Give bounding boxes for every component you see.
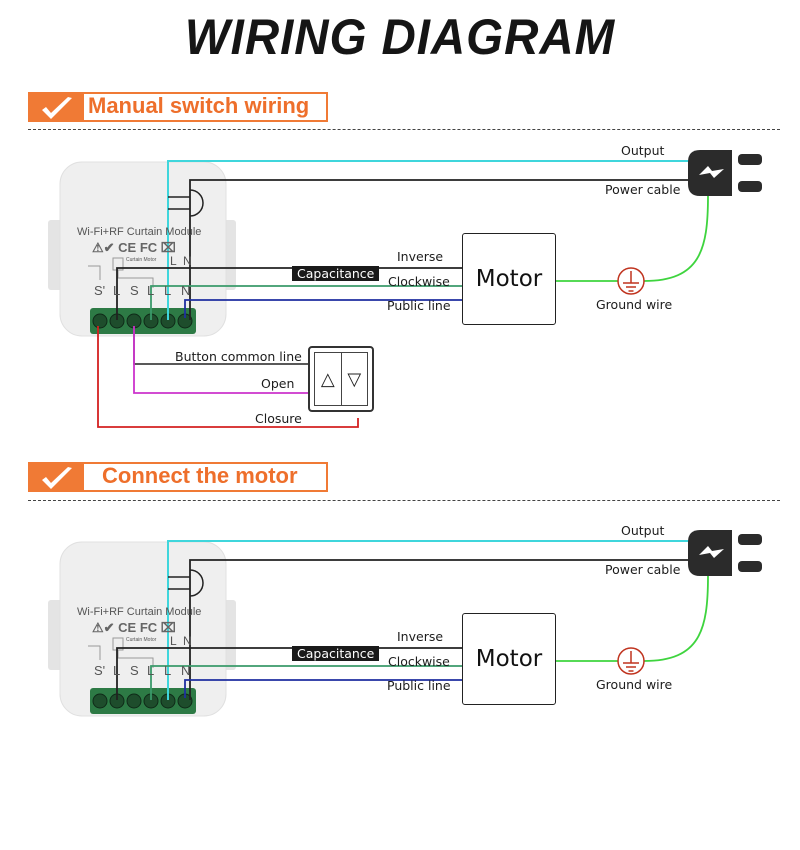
top-terminal-l: L — [170, 254, 177, 268]
public-line-label: Public line — [387, 678, 451, 693]
wiring-lines — [48, 530, 762, 717]
section-title: Connect the motor — [102, 463, 298, 488]
open-label: Open — [261, 376, 295, 391]
terminal-label: N — [181, 283, 191, 298]
page-title: WIRING DIAGRAM — [184, 9, 616, 65]
terminal-label: S — [130, 663, 139, 678]
module-sub-label: Curtain Motor — [126, 257, 157, 263]
wiring-lines — [48, 150, 762, 428]
top-terminal-l: L — [170, 634, 177, 648]
output-wire — [167, 160, 690, 320]
certification-marks: ⚠✔ CE FC ⌧ — [92, 240, 176, 255]
certification-marks: ⚠✔ CE FC ⌧ — [92, 620, 176, 635]
down-triangle-icon: ▽ — [347, 368, 362, 390]
closure-label: Closure — [255, 411, 302, 426]
check-badge — [30, 464, 84, 490]
terminal-label: L — [113, 283, 121, 298]
power-cable-label: Power cable — [605, 562, 681, 577]
module-name: Wi-Fi+RF Curtain Module — [77, 606, 202, 618]
dashed-divider — [28, 129, 780, 130]
curtain-module — [48, 161, 236, 337]
public-line-wire — [184, 679, 462, 698]
wiring-diagram-connect-motor: Wi-Fi+RF Curtain Module ⚠✔ CE FC ⌧ Curta… — [0, 520, 800, 850]
clockwise-wire — [150, 665, 462, 700]
power-plug-icon — [688, 150, 762, 196]
ground-wire-label: Ground wire — [596, 297, 673, 312]
terminal-label: L — [113, 663, 121, 678]
section-header-manual-switch: Manual switch wiring — [28, 92, 328, 122]
up-triangle-icon: △ — [320, 368, 335, 390]
down-button[interactable]: ▽ — [340, 353, 368, 405]
ground-symbol-icon — [617, 267, 645, 295]
terminal-label: L — [164, 663, 172, 678]
terminal-label: L — [147, 663, 155, 678]
capacitance-label: Capacitance — [292, 646, 380, 661]
wiring-diagram-manual-switch: Wi-Fi+RF Curtain Module ⚠✔ CE FC ⌧ Curta… — [0, 140, 800, 470]
module-name: Wi-Fi+RF Curtain Module — [77, 226, 202, 238]
motor-label: Motor — [475, 646, 543, 672]
inverse-label: Inverse — [397, 249, 444, 264]
check-badge — [30, 94, 84, 120]
output-label: Output — [621, 143, 665, 158]
module-sub-label: Curtain Motor — [126, 637, 157, 643]
top-terminal-n: N — [183, 634, 192, 648]
checkmark-icon — [42, 97, 72, 119]
closure-wire — [97, 326, 359, 428]
terminal-label: N — [181, 663, 191, 678]
terminal-label: L — [164, 283, 172, 298]
motor-box: Motor — [462, 233, 556, 325]
power-cable-wire — [189, 559, 690, 700]
output-wire — [167, 540, 690, 700]
motor-box: Motor — [462, 613, 556, 705]
section-header-connect-motor: Connect the motor — [28, 462, 328, 492]
section-title: Manual switch wiring — [88, 93, 310, 118]
public-line-wire — [184, 299, 462, 318]
checkmark-icon — [42, 467, 72, 489]
terminal-label: S' — [94, 663, 106, 678]
output-label: Output — [621, 523, 665, 538]
clockwise-wire — [150, 285, 462, 320]
clockwise-label: Clockwise — [388, 274, 450, 289]
capacitance-label: Capacitance — [292, 266, 380, 281]
dashed-divider — [28, 500, 780, 501]
up-button[interactable]: △ — [315, 353, 341, 405]
open-wire — [133, 326, 308, 394]
ground-symbol-icon — [617, 647, 645, 675]
clockwise-label: Clockwise — [388, 654, 450, 669]
ground-wire-label: Ground wire — [596, 677, 673, 692]
power-cable-label: Power cable — [605, 182, 681, 197]
inverse-label: Inverse — [397, 629, 444, 644]
power-cable-wire — [189, 179, 690, 320]
top-terminal-n: N — [183, 254, 192, 268]
wall-switch[interactable]: △ ▽ — [308, 346, 374, 412]
terminal-label: S' — [94, 283, 106, 298]
public-line-label: Public line — [387, 298, 451, 313]
power-plug-icon — [688, 530, 762, 576]
terminal-label: S — [130, 283, 139, 298]
button-common-line-label: Button common line — [175, 349, 302, 364]
motor-label: Motor — [475, 266, 543, 292]
terminal-label: L — [147, 283, 155, 298]
